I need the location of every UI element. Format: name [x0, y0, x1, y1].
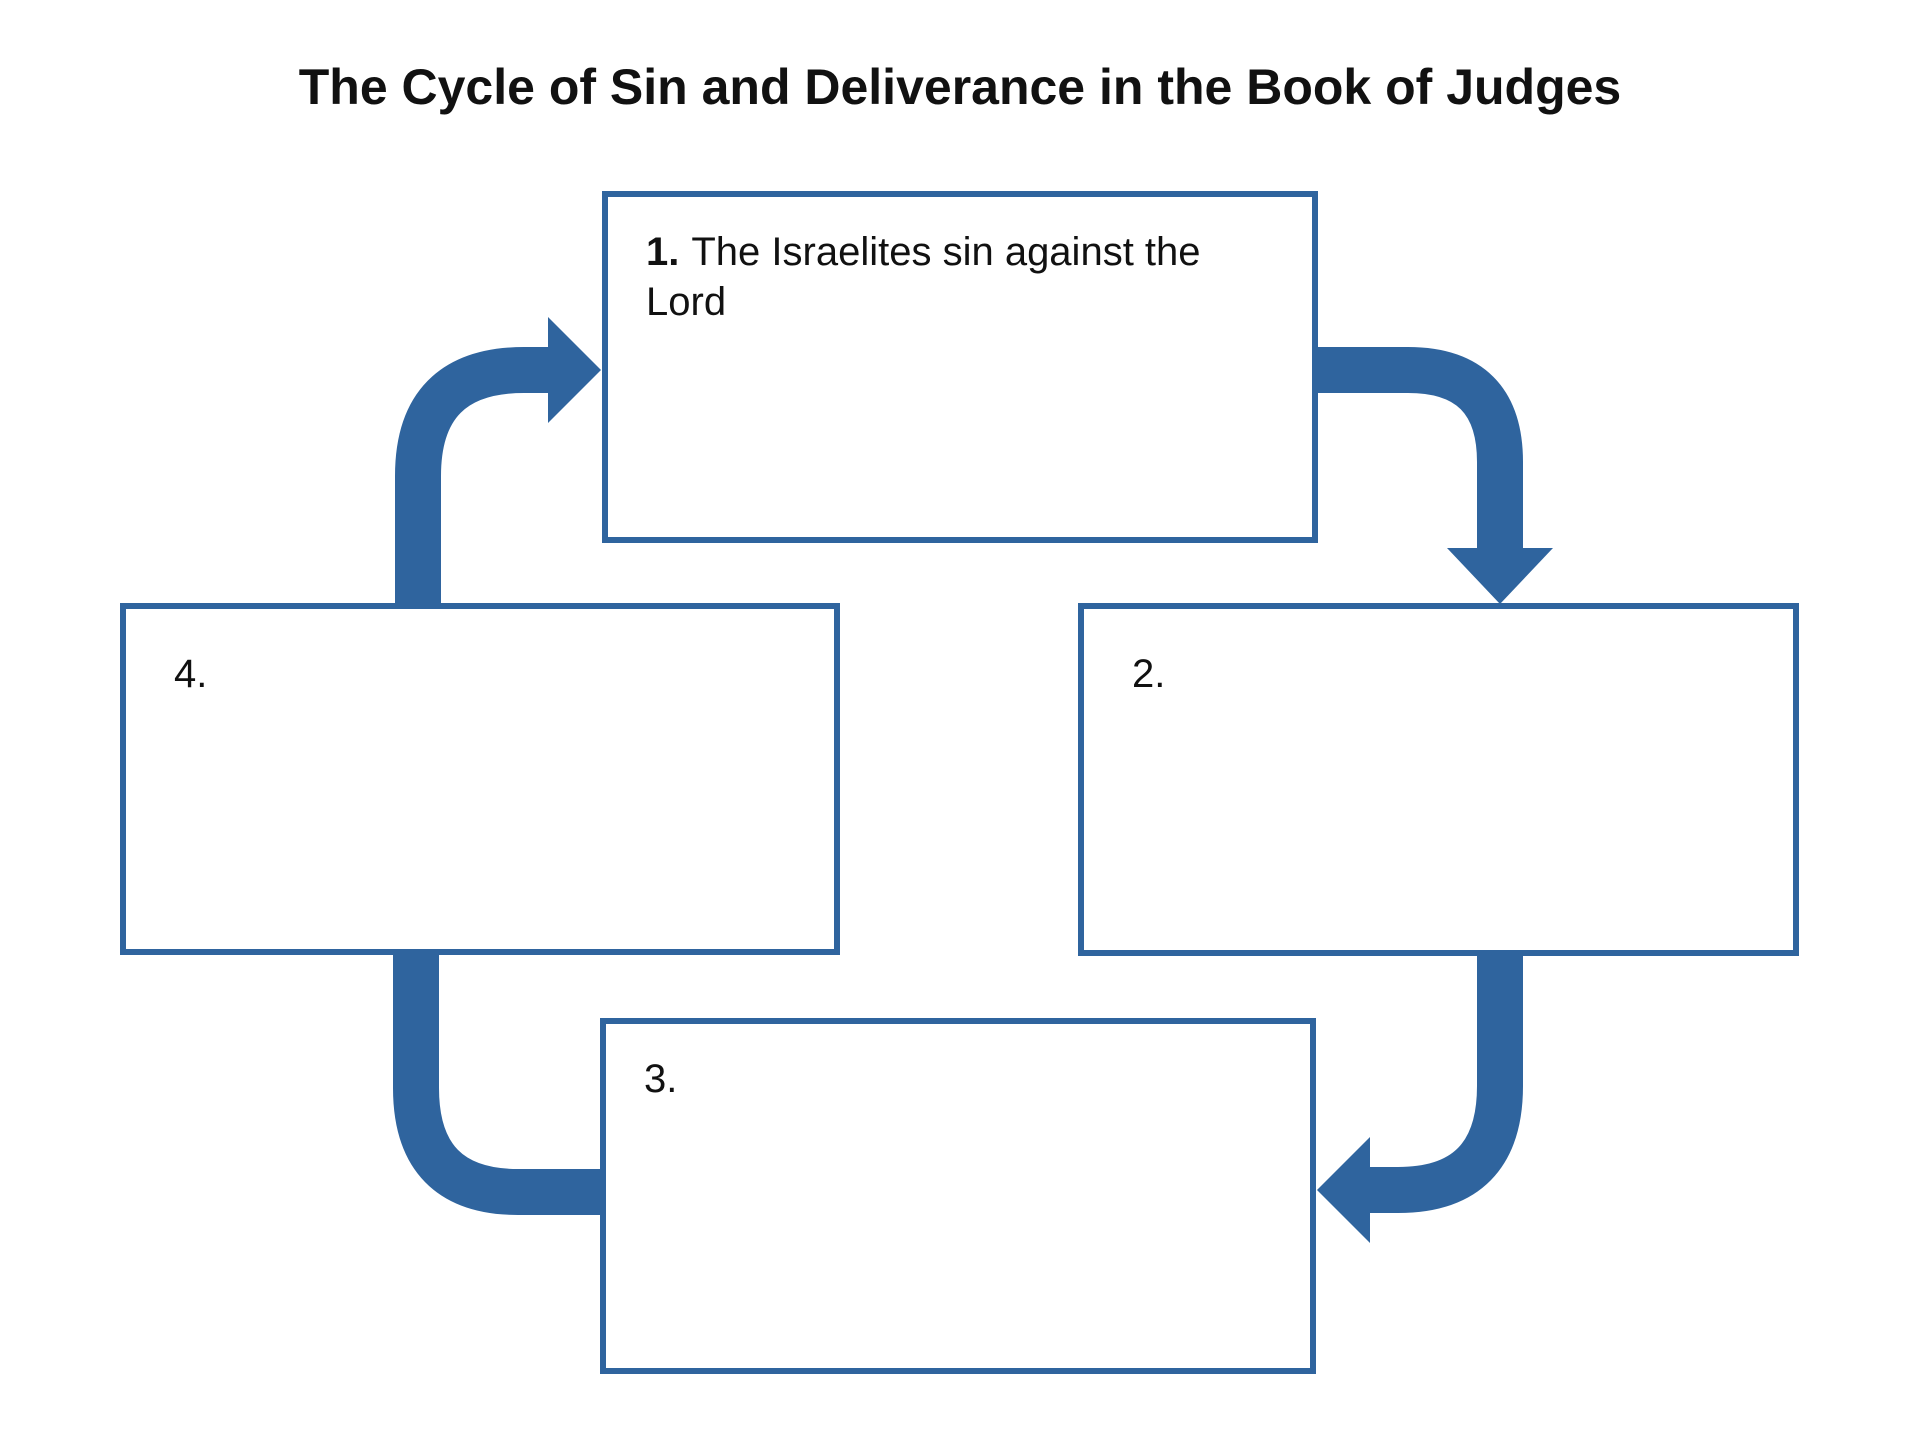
- cycle-box-1-body: The Israelites sin against the Lord: [646, 230, 1201, 324]
- cycle-box-3-text: 3.: [606, 1024, 1310, 1134]
- cycle-box-4-text: 4.: [126, 609, 834, 739]
- cycle-box-4: 4.: [120, 603, 840, 955]
- connector-arrow-4-to-1: [395, 317, 601, 608]
- cycle-box-2: 2.: [1078, 603, 1799, 956]
- connector-arrow-3-to-4: [393, 951, 606, 1215]
- connector-arrow-1-to-2: [1316, 347, 1553, 604]
- cycle-box-2-text: 2.: [1084, 609, 1793, 739]
- cycle-box-2-number: 2.: [1132, 652, 1166, 696]
- cycle-box-1-number: 1.: [646, 230, 680, 274]
- diagram-title: The Cycle of Sin and Deliverance in the …: [298, 59, 1622, 115]
- cycle-box-3: 3.: [600, 1018, 1316, 1374]
- cycle-box-4-number: 4.: [174, 652, 208, 696]
- connector-arrow-2-to-3: [1317, 952, 1523, 1243]
- cycle-box-1-text: 1.The Israelites sin against the Lord: [608, 197, 1312, 357]
- cycle-box-3-number: 3.: [644, 1057, 678, 1101]
- cycle-box-1: 1.The Israelites sin against the Lord: [602, 191, 1318, 543]
